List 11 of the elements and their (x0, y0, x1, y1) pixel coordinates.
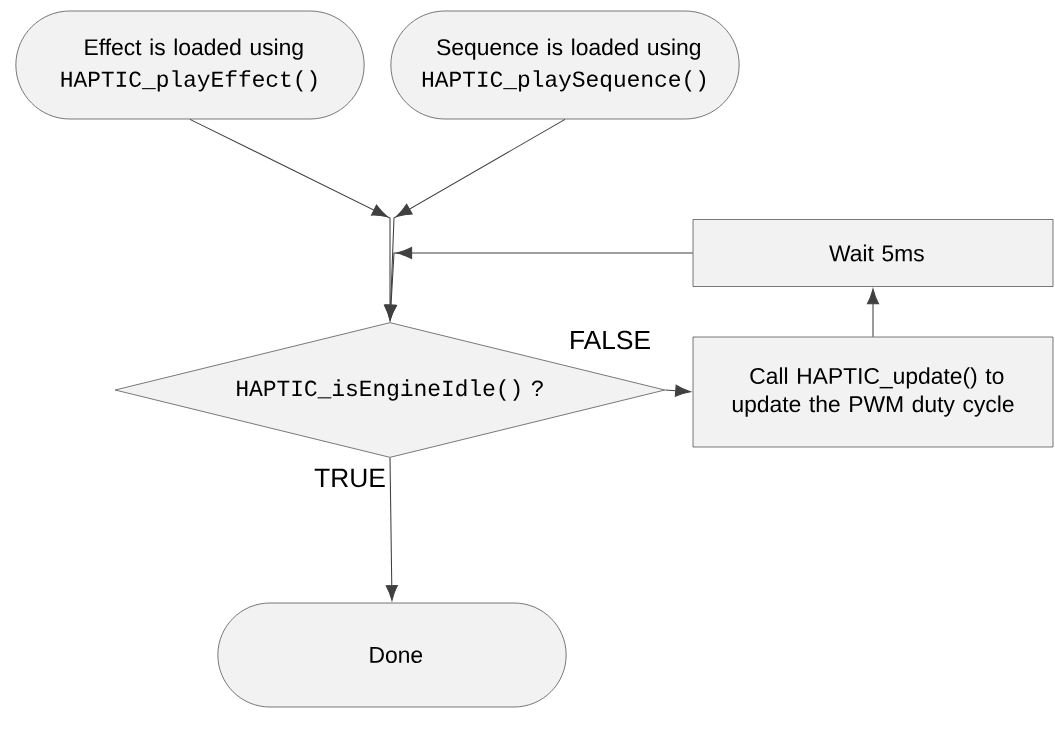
terminal-box: Done (217, 602, 567, 708)
terminal-box: Effect is loaded using HAPTIC_playEffect() (15, 10, 365, 120)
process-box: Wait 5ms (692, 219, 1054, 287)
arrow (866, 288, 880, 338)
arrow (385, 457, 398, 601)
arrow (384, 246, 694, 321)
edge-label: TRUE (312, 467, 388, 489)
terminal-box: Sequence is loaded using HAPTIC_playSequence() (390, 10, 740, 120)
edge-label: FALSE (567, 328, 653, 352)
arrow (664, 384, 691, 397)
process-box: Call HAPTIC_update() to update the PWM duty cycle (692, 336, 1054, 448)
